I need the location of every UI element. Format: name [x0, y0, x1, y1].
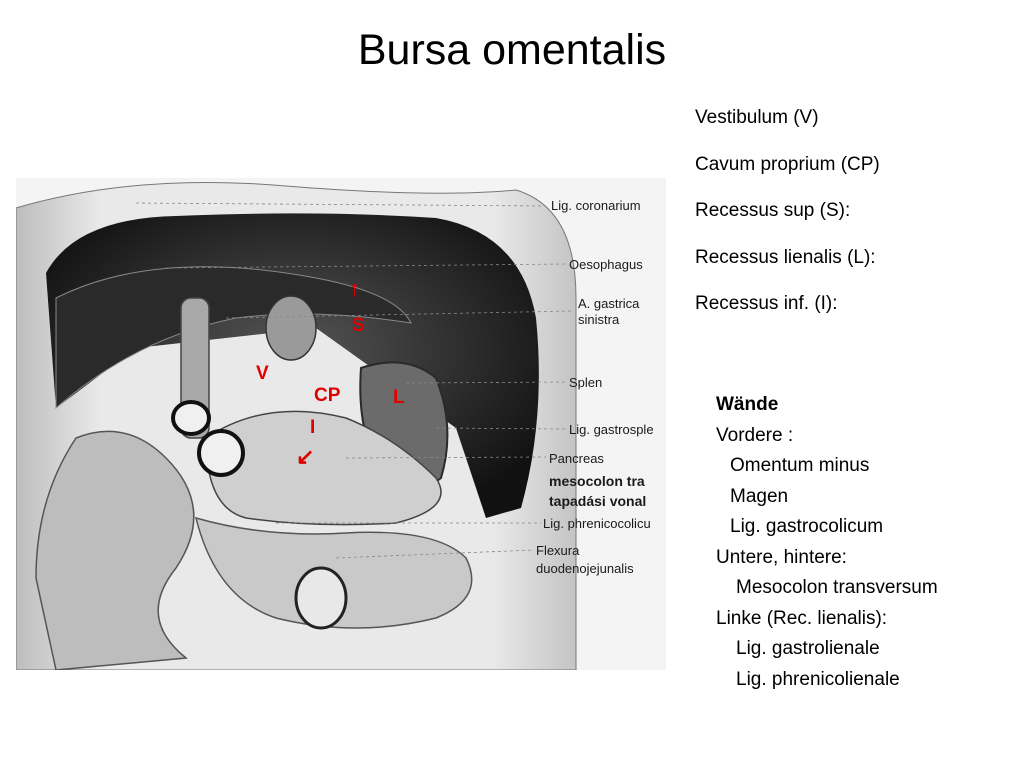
vessel-ring-2	[197, 429, 245, 477]
anatomy-illustration: Lig. coronarium Oesophagus A. gastrica s…	[16, 178, 666, 670]
wall-linke-item: Lig. gastrolienale	[736, 638, 880, 659]
marker-cp: CP	[314, 385, 341, 406]
marker-l: L	[393, 387, 405, 408]
label-mesocolon: mesocolon tra	[549, 473, 645, 489]
walls-heading: Wände	[716, 394, 779, 415]
marker-i: I	[310, 417, 316, 438]
region-cavum-proprium: Cavum proprium (CP)	[695, 153, 880, 175]
label-splen: Splen	[569, 375, 603, 390]
label-lig-phrenicocolicu: Lig. phrenicocolicu	[543, 516, 651, 531]
duodenum-cut	[294, 566, 348, 630]
label-duodenojejunalis: duodenojejunalis	[536, 561, 634, 576]
gastric-vessel-bundle	[265, 295, 317, 361]
marker-s: S	[352, 315, 365, 336]
wall-linke-item: Lig. phrenicolienale	[736, 668, 900, 690]
region-recessus-sup: Recessus sup (S):	[695, 200, 851, 221]
region-vestibulum: Vestibulum (V)	[695, 107, 819, 128]
anatomy-drawing	[16, 178, 666, 670]
label-lig-coronarium: Lig. coronarium	[551, 198, 641, 213]
region-recessus-lienalis: Recessus lienalis (L):	[695, 246, 876, 268]
wall-vordere-item: Omentum minus	[730, 455, 870, 476]
vessel-ring-1	[171, 400, 211, 436]
label-oesophagus: Oesophagus	[569, 257, 643, 272]
region-recessus-inf: Recessus inf. (I):	[695, 293, 838, 314]
recessus-inf-arrow: ↙	[296, 444, 315, 469]
label-a-gastrica: A. gastrica	[578, 296, 640, 311]
wall-vordere-item: Magen	[730, 485, 789, 507]
intestine-loops	[35, 430, 195, 670]
label-tapadasi-vonal: tapadási vonal	[549, 493, 647, 509]
label-leader-lines	[135, 202, 572, 559]
label-lig-gastrosple: Lig. gastrosple	[569, 422, 654, 437]
slide-title: Bursa omentalis	[357, 26, 667, 74]
label-flexura: Flexura	[536, 543, 580, 558]
wall-untere-item: Mesocolon transversum	[736, 577, 938, 598]
walls-section: Wände Vordere : Omentum minus Magen Lig.…	[716, 392, 938, 697]
wall-linke: Linke (Rec. lienalis):	[716, 607, 888, 629]
recessus-sup-arrow: ↑	[349, 276, 360, 301]
marker-v: V	[256, 363, 269, 384]
wall-untere-hintere: Untere, hintere:	[716, 546, 847, 568]
wall-vordere-item: Lig. gastrocolicum	[730, 516, 884, 537]
label-pancreas: Pancreas	[549, 451, 604, 466]
label-sinistra: sinistra	[578, 312, 620, 327]
bursa-regions-list: Vestibulum (V) Cavum proprium (CP) Reces…	[695, 104, 880, 337]
liver-shape	[55, 266, 412, 410]
stomach-pancreas-shape	[205, 410, 442, 526]
wall-vordere: Vordere :	[716, 424, 794, 446]
